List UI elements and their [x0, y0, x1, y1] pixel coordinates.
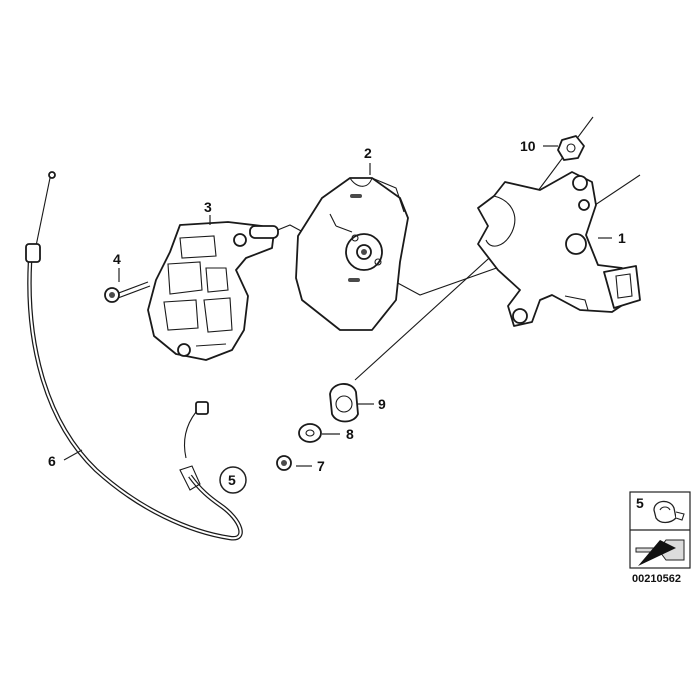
part-bracket[interactable] — [477, 171, 641, 327]
callout-10[interactable]: 10 — [520, 138, 558, 154]
svg-text:4: 4 — [113, 251, 121, 267]
part-washer[interactable] — [298, 423, 322, 443]
svg-text:2: 2 — [364, 145, 372, 161]
svg-text:6: 6 — [48, 453, 56, 469]
callout-7[interactable]: 7 — [296, 458, 325, 474]
part-cable[interactable] — [25, 171, 243, 541]
part-nut[interactable] — [557, 135, 585, 161]
callout-6[interactable]: 6 — [48, 449, 83, 469]
svg-text:5: 5 — [228, 472, 236, 488]
callout-3[interactable]: 3 — [204, 199, 212, 225]
inset-panel: 5 00210562 — [629, 491, 691, 585]
part-screw[interactable] — [104, 281, 151, 303]
svg-text:1: 1 — [618, 230, 626, 246]
svg-text:3: 3 — [204, 199, 212, 215]
doc-id: 00210562 — [632, 573, 681, 585]
svg-text:8: 8 — [346, 426, 354, 442]
callout-9[interactable]: 9 — [358, 396, 386, 412]
callout-4[interactable]: 4 — [113, 251, 121, 282]
callout-5[interactable]: 5 — [219, 466, 247, 494]
svg-text:9: 9 — [378, 396, 386, 412]
callout-8[interactable]: 8 — [322, 426, 354, 442]
clip-icon — [653, 500, 685, 524]
svg-text:7: 7 — [317, 458, 325, 474]
part-small-screw[interactable] — [276, 455, 292, 471]
part-module[interactable] — [295, 177, 409, 331]
callout-2[interactable]: 2 — [364, 145, 372, 175]
part-grommet[interactable] — [329, 383, 359, 423]
svg-text:10: 10 — [520, 138, 536, 154]
arrow-icon — [635, 539, 685, 566]
callout-1[interactable]: 1 — [598, 230, 626, 246]
part-holder[interactable] — [147, 221, 279, 361]
inset-label: 5 — [636, 495, 644, 511]
